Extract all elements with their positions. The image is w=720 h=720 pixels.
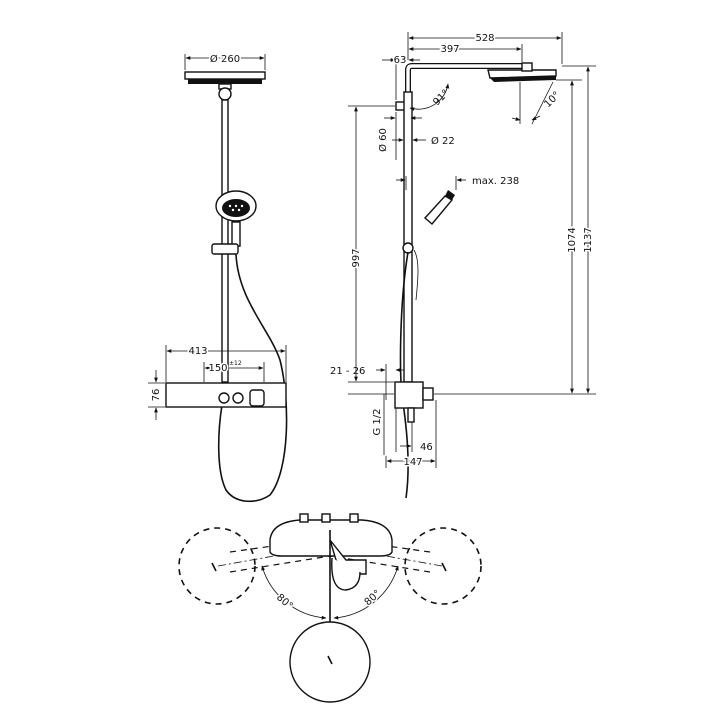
depth-147-dim: 147 xyxy=(385,400,437,470)
side-view: 528 397 63 91° 10° xyxy=(330,32,596,499)
depth-46-label: 46 xyxy=(420,442,433,453)
overhead-shower-top xyxy=(289,621,371,703)
head-position-right xyxy=(404,527,482,605)
arm-angle-91-label: 91° xyxy=(431,88,451,108)
height-1137-label: 1137 xyxy=(583,227,594,252)
depth-46-dim: 46 xyxy=(395,408,433,453)
width-413-dim: 413 xyxy=(165,345,287,382)
swivel-left-label: 80° xyxy=(274,592,295,612)
spacing-tolerance-label: ±12 xyxy=(229,360,242,367)
rail-height-997-label: 997 xyxy=(351,248,362,267)
spacing-150-dim: 150 ±12 xyxy=(203,360,265,382)
hand-shower xyxy=(215,190,257,247)
overhead-shower xyxy=(184,71,266,101)
thermostat-front xyxy=(165,382,287,408)
head-position-left xyxy=(178,527,256,605)
hand-shower-holder xyxy=(211,243,239,255)
spacing-150-label: 150 xyxy=(208,363,227,374)
wall-range-21-26-label: 21 - 26 xyxy=(330,366,365,377)
connection-thread-label: G 1/2 xyxy=(372,408,383,435)
arm-length-528-label: 528 xyxy=(475,33,494,44)
arm-angle-91-dim: 91° xyxy=(409,83,452,112)
width-413-label: 413 xyxy=(188,346,207,357)
riser-rail xyxy=(221,99,229,383)
arm-length-528-dim: 528 xyxy=(407,32,563,64)
arm-reach-397-label: 397 xyxy=(440,44,459,55)
thermostat-top xyxy=(269,513,393,591)
front-view: Ø 260 413 xyxy=(148,52,288,503)
head-diameter-label: Ø 260 xyxy=(210,53,240,65)
height-1074-dim: 1074 xyxy=(434,79,596,395)
overhead-shower-side xyxy=(487,62,557,82)
tilt-angle-10-label: 10° xyxy=(542,90,562,110)
tilt-angle-10-dim: 10° xyxy=(511,81,563,125)
height-76-label: 76 xyxy=(151,389,162,402)
wall-offset-63-dim: 63 xyxy=(382,54,420,100)
connection-thread-dim: G 1/2 xyxy=(372,394,385,455)
handshower-max-238-dim: max. 238 xyxy=(396,176,519,190)
head-diameter-dim: Ø 260 xyxy=(184,52,266,70)
height-1137-dim: 1137 xyxy=(562,65,596,394)
rail-diameter-60-dim: Ø 60 xyxy=(377,112,422,160)
rail-height-997-dim: 997 xyxy=(348,105,395,383)
slider-side xyxy=(402,242,414,254)
thermostat-side xyxy=(394,381,434,423)
top-view: 80° 80° xyxy=(178,513,482,703)
depth-147-label: 147 xyxy=(403,457,422,468)
wall-range-21-26-dim: 21 - 26 xyxy=(330,364,404,400)
arm-reach-397-dim: 397 xyxy=(408,43,523,62)
hand-shower-side xyxy=(423,190,455,225)
rail-diameter-60-label: Ø 60 xyxy=(377,128,389,152)
height-1074-label: 1074 xyxy=(567,227,578,252)
wall-offset-63-label: 63 xyxy=(394,55,407,66)
riser-rail-side xyxy=(403,91,413,383)
height-76-dim: 76 xyxy=(148,370,165,420)
swivel-right-label: 80° xyxy=(363,588,384,608)
rail-diameter-22-dim: Ø 22 xyxy=(392,135,455,147)
rail-diameter-22-label: Ø 22 xyxy=(431,135,455,147)
hose xyxy=(217,253,288,503)
handshower-max-238-label: max. 238 xyxy=(472,176,519,187)
